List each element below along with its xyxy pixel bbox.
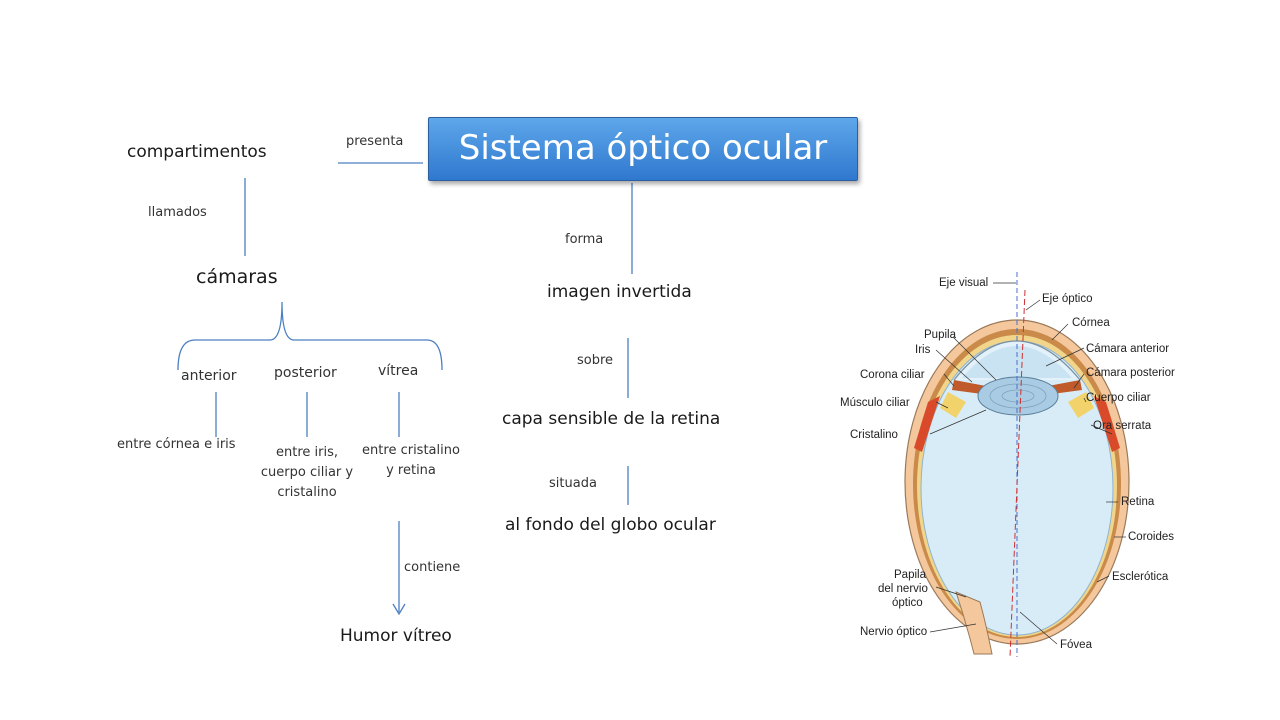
node-vitrea-desc: entre cristalino y retina <box>358 441 464 481</box>
label-papila-3: óptico <box>892 597 923 609</box>
label-musculo-ciliar: Músculo ciliar <box>840 397 910 409</box>
node-anterior: anterior <box>181 368 237 384</box>
title-box: Sistema óptico ocular <box>428 117 858 181</box>
posterior-desc-line-3: cristalino <box>277 485 337 500</box>
node-compartimentos: compartimentos <box>127 142 267 162</box>
node-capa-sensible: capa sensible de la retina <box>502 409 721 429</box>
camaras-brace <box>177 301 443 371</box>
eye-diagram: Eje visual Eje óptico Córnea Pupila Iris… <box>840 272 1175 658</box>
posterior-desc-line-1: entre iris, <box>276 445 338 460</box>
ciliary-left-shape <box>940 392 966 418</box>
label-coroides: Coroides <box>1128 531 1174 543</box>
node-vitrea: vítrea <box>378 363 419 379</box>
posterior-desc-line-2: cuerpo ciliar y <box>260 465 354 480</box>
vitrea-desc-line-2: y retina <box>386 463 436 478</box>
label-eje-visual: Eje visual <box>939 277 988 289</box>
connector-presenta: presenta <box>346 134 404 149</box>
label-ora-serrata: Ora serrata <box>1093 420 1152 432</box>
lens-nucleus-shape <box>989 383 1047 409</box>
label-iris: Iris <box>915 344 931 356</box>
contiene-arrowhead <box>392 603 406 616</box>
label-cuerpo-ciliar: Cuerpo ciliar <box>1086 392 1151 404</box>
label-corona-ciliar: Corona ciliar <box>860 369 925 381</box>
label-cornea: Córnea <box>1072 317 1110 329</box>
optical-axis-line <box>1009 289 1026 658</box>
node-humor-vitreo: Humor vítreo <box>340 626 452 646</box>
connector-forma: forma <box>565 232 604 247</box>
node-posterior-desc: entre iris, cuerpo ciliar y cristalino <box>254 443 360 503</box>
connector-llamados: llamados <box>148 205 207 220</box>
muscle-left-shape <box>914 396 940 452</box>
label-nervio-optico: Nervio óptico <box>860 626 927 638</box>
label-fovea: Fóvea <box>1060 639 1093 651</box>
page-title: Sistema óptico ocular <box>458 128 828 168</box>
label-pupila: Pupila <box>924 329 957 341</box>
connector-contiene: contiene <box>404 560 461 575</box>
node-posterior: posterior <box>274 365 337 381</box>
node-imagen-invertida: imagen invertida <box>547 282 692 302</box>
label-esclerotica: Esclerótica <box>1112 571 1169 583</box>
iris-left-shape <box>952 380 986 394</box>
label-cristalino: Cristalino <box>850 429 898 441</box>
lens-shape <box>977 376 1059 416</box>
label-camara-anterior: Cámara anterior <box>1086 343 1169 355</box>
label-papila-1: Papila <box>894 569 927 581</box>
label-eje-optico: Eje óptico <box>1042 293 1093 305</box>
node-anterior-desc: entre córnea e iris <box>117 437 236 452</box>
ciliary-right-shape <box>1068 392 1094 418</box>
label-camara-posterior: Cámara posterior <box>1086 367 1175 379</box>
lens-core-shape <box>1001 389 1035 403</box>
node-camaras: cámaras <box>196 266 278 288</box>
node-fondo-globo: al fondo del globo ocular <box>505 515 716 535</box>
muscle-right-shape <box>1094 396 1120 452</box>
optic-nerve-shape <box>955 591 993 655</box>
connector-situada: situada <box>549 476 597 491</box>
vitrea-desc-line-1: entre cristalino <box>362 443 460 458</box>
connector-sobre: sobre <box>577 353 614 368</box>
label-retina: Retina <box>1121 496 1155 508</box>
label-papila-2: del nervio <box>878 583 928 595</box>
